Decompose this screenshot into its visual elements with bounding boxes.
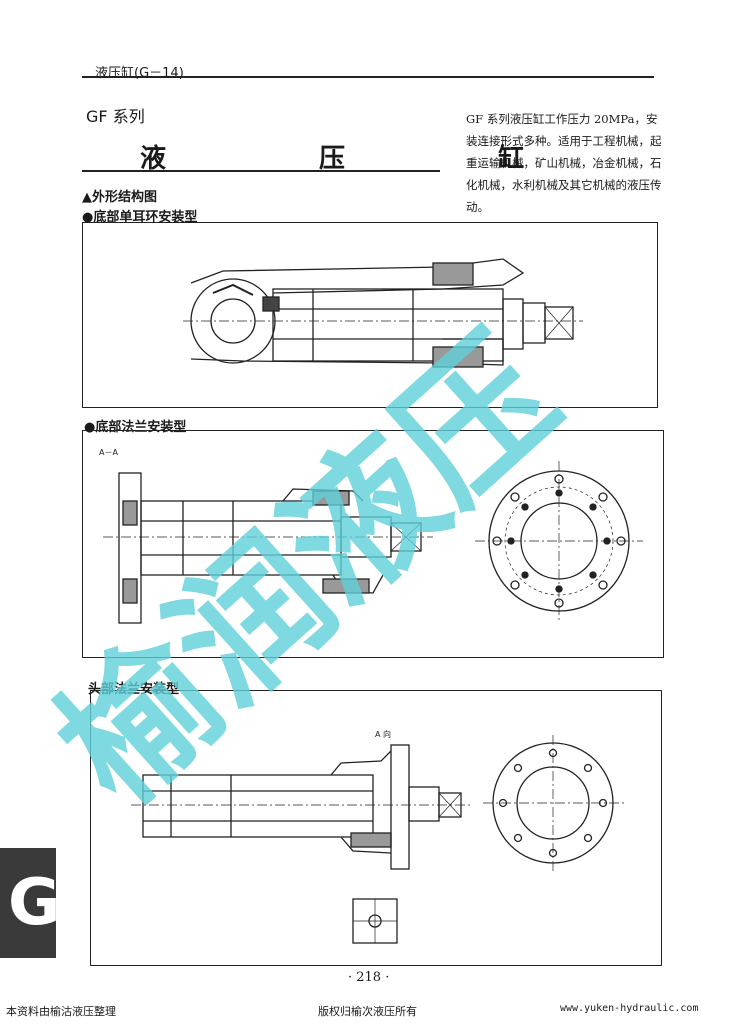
figure-caption-3: 头部法兰安装型 (88, 682, 180, 697)
description-text: GF 系列液压缸工作压力 20MPa，安装连接形式多种。适用于工程机械，起重运输… (466, 112, 662, 214)
figure-2-drawing: A－A (99, 448, 643, 624)
figure-1-frame (82, 222, 658, 408)
page-number: · 218 · (348, 970, 390, 985)
series-label: GF 系列 (86, 107, 145, 126)
figure-2-frame: A－A (82, 430, 664, 658)
chapter-tab-letter: G (8, 866, 61, 940)
section-mark-label: A－A (99, 448, 118, 457)
footer-left: 本资料由榆沽液压整理 (6, 1005, 116, 1018)
figure-3-drawing: A 向 (131, 729, 625, 944)
figure-caption-2: ●底部法兰安装型 (84, 420, 187, 435)
figure-caption-1: ●底部单耳环安装型 (82, 210, 198, 225)
footer-center: 版权归榆次液压所有 (318, 1005, 417, 1018)
page-title: 液 压 缸 (140, 144, 597, 174)
title-rule (82, 170, 440, 172)
chapter-tab: G (0, 848, 61, 958)
footer-right: www.yuken-hydraulic.com (560, 1003, 699, 1014)
header-rule (82, 76, 654, 78)
figure-1-drawing (183, 258, 583, 368)
figure-3-frame: A 向 (90, 690, 662, 966)
watermark-text: 榆润液压 (28, 306, 590, 837)
section-heading: ▲外形结构图 (82, 190, 157, 205)
view-mark-label: A 向 (375, 729, 391, 739)
